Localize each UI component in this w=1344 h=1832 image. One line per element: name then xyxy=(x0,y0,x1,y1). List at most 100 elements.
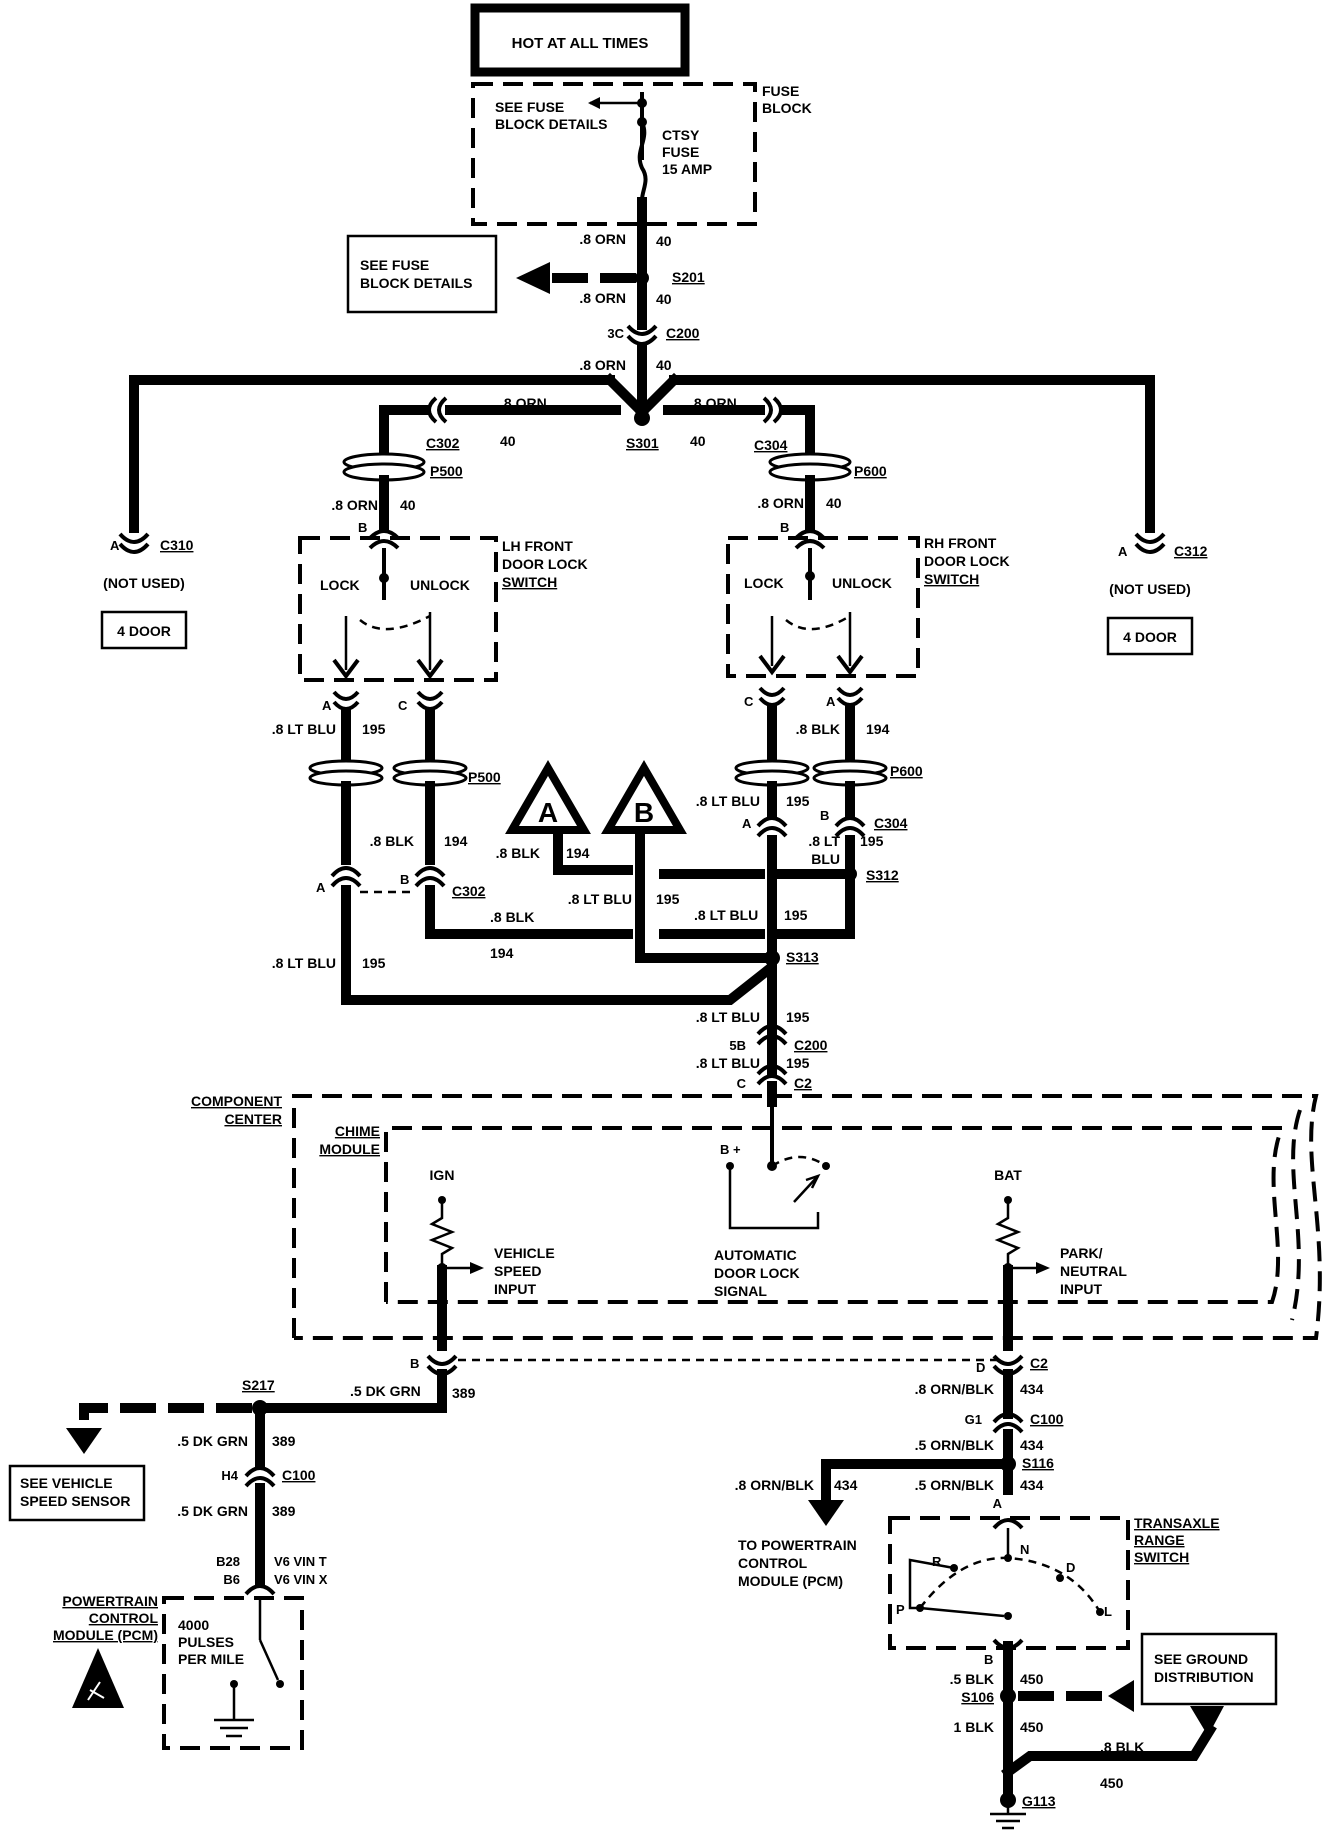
pin-label: C xyxy=(398,698,408,713)
circuit-number: 194 xyxy=(490,945,514,961)
circuit-number: 40 xyxy=(826,495,842,511)
circuit-number: 195 xyxy=(362,721,386,737)
splice-s201: S201 xyxy=(672,269,705,285)
circuit-number: 195 xyxy=(786,1055,810,1071)
connector-lh-b-icon xyxy=(368,529,400,550)
arrow-left-icon xyxy=(588,97,600,109)
connector-c304-icon xyxy=(762,396,783,424)
hot-at-all-times-box xyxy=(470,3,690,77)
lh-door-lock-switch-outline xyxy=(298,536,498,682)
circuit-number: 40 xyxy=(656,233,672,249)
pin-label: B xyxy=(400,872,409,887)
circuit-number: 40 xyxy=(656,357,672,373)
pin-label: A xyxy=(993,1496,1003,1511)
pin-label: C xyxy=(744,694,754,709)
wire-label: .8 ORN xyxy=(500,395,547,411)
pin-label: H4 xyxy=(221,1468,238,1483)
connector-p600-top-icon xyxy=(768,452,852,482)
wire-label: .5 ORN/BLK xyxy=(915,1437,994,1453)
see-ground-distribution-box xyxy=(1140,1632,1278,1706)
connector-c200: C200 xyxy=(666,325,700,341)
not-used-label: (NOT USED) xyxy=(103,575,185,591)
ground-icon xyxy=(214,1718,254,1738)
chime-module-outline xyxy=(384,1126,1286,1304)
pin-label: A xyxy=(110,538,120,553)
circuit-number: 40 xyxy=(690,433,706,449)
wire-label: .8 BLK xyxy=(796,721,840,737)
switch-arrow-icon xyxy=(805,1173,821,1189)
wire-label: .5 DK GRN xyxy=(177,1503,248,1519)
circuit-number: 194 xyxy=(866,721,890,737)
range-d-label: D xyxy=(1066,1560,1075,1575)
arrow-down-icon xyxy=(66,1428,102,1454)
pin-label: 5B xyxy=(729,1038,746,1053)
arrow-down-icon xyxy=(836,654,864,676)
circuit-number: 450 xyxy=(1020,1671,1044,1687)
circuit-number: 450 xyxy=(1020,1719,1044,1735)
pin-label: B xyxy=(820,808,829,823)
wire-label: .8 LT BLU xyxy=(696,1055,760,1071)
wire-label: .8 BLK xyxy=(370,833,414,849)
connector-c2: C2 xyxy=(794,1075,812,1091)
connector-c304: C304 xyxy=(874,815,908,831)
range-n-label: N xyxy=(1020,1542,1029,1557)
wire-label: .8 LT BLU xyxy=(568,891,632,907)
arrow-left-icon xyxy=(516,262,550,294)
arrow-down-icon xyxy=(1190,1706,1224,1736)
hot-at-all-times-label: HOT AT ALL TIMES xyxy=(512,35,649,52)
wire-label: 1 BLK xyxy=(954,1719,994,1735)
ign-label: IGN xyxy=(430,1167,455,1183)
b-plus-label: B + xyxy=(720,1142,741,1157)
arrow-right-icon xyxy=(470,1262,484,1274)
wire-label: .8 ORN/BLK xyxy=(915,1381,994,1397)
lock-label: LOCK xyxy=(744,575,784,591)
wire-label: .8 ORN xyxy=(690,395,737,411)
range-r-label: R xyxy=(932,1554,942,1569)
pin-label: G1 xyxy=(965,1412,982,1427)
circuit-number: 40 xyxy=(500,433,516,449)
pin-label: B xyxy=(358,520,367,535)
component-center-outline xyxy=(292,1094,1322,1340)
pin-label: A xyxy=(742,816,752,831)
see-vehicle-speed-sensor-box xyxy=(8,1464,146,1522)
not-used-label: (NOT USED) xyxy=(1109,581,1191,597)
connector-c302: C302 xyxy=(426,435,460,451)
fuse-icon xyxy=(637,121,648,201)
pin-label: B xyxy=(984,1652,993,1667)
arrow-down-icon xyxy=(808,1500,844,1526)
4-door-label: 4 DOOR xyxy=(1123,629,1177,645)
esd-warning-icon xyxy=(72,1648,124,1708)
wire-label: .8 BLK xyxy=(1100,1739,1144,1755)
circuit-number: 389 xyxy=(272,1503,296,1519)
pin-label: B6 xyxy=(223,1572,240,1587)
wire-label: .5 DK GRN xyxy=(177,1433,248,1449)
circuit-number: 434 xyxy=(1020,1477,1044,1493)
unlock-label: UNLOCK xyxy=(410,577,470,593)
wire-label: .8 BLK xyxy=(496,845,540,861)
pin-label: B xyxy=(780,520,789,535)
wire-label: .8 LT BLU xyxy=(696,1009,760,1025)
pin-label: B xyxy=(410,1356,419,1371)
4-door-box-right xyxy=(1106,616,1194,656)
connector-p600-bottom-icon xyxy=(734,759,888,787)
wire-label: .8 ORN xyxy=(331,497,378,513)
vin-label: V6 VIN T xyxy=(274,1554,327,1569)
connector-c302-icon xyxy=(427,396,448,424)
connector-p500-bottom-icon xyxy=(308,759,468,787)
wire-label: .8 ORN xyxy=(757,495,804,511)
circuit-number: 389 xyxy=(452,1385,476,1401)
wire-label: .8 ORN xyxy=(579,231,626,247)
circuit-number: 194 xyxy=(566,845,590,861)
connector-c310: C310 xyxy=(160,537,194,553)
connector-p500: P500 xyxy=(430,463,463,479)
